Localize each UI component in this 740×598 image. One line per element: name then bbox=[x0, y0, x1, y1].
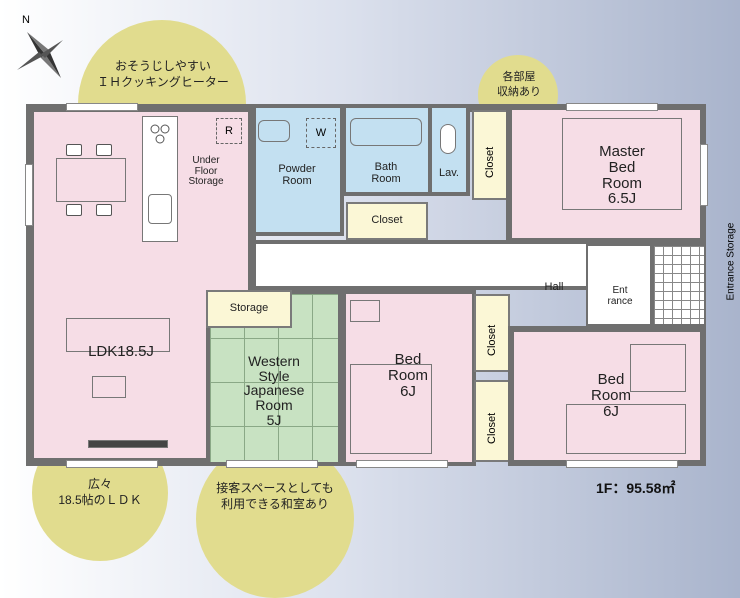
floor-area: 1F：95.58㎡ bbox=[596, 480, 676, 496]
washer-icon: W bbox=[306, 118, 336, 148]
ih-cooktop-icon bbox=[148, 122, 172, 146]
note-storage-line2: 収納あり bbox=[497, 86, 541, 98]
label-japanese-room: Western Style Japanese Room 5J bbox=[222, 354, 326, 427]
note-storage-line1: 各部屋 bbox=[502, 71, 536, 83]
label-bed2-line1: Bed bbox=[394, 351, 422, 368]
label-underfloor-line3: Storage bbox=[188, 176, 224, 187]
note-japanese-line1: 接客スペースとしても bbox=[216, 481, 334, 495]
note-ldk-line1: 広々 bbox=[87, 477, 112, 491]
label-hall: Hall bbox=[544, 281, 564, 293]
label-master-bedroom: Master Bed Room 6.5J bbox=[572, 144, 672, 207]
note-storage: 各部屋 収納あり bbox=[484, 70, 554, 100]
toilet-icon bbox=[440, 124, 456, 154]
label-japanese-line2: Style bbox=[258, 367, 290, 384]
label-underfloor-storage: Under Floor Storage bbox=[176, 155, 236, 188]
window bbox=[566, 103, 658, 111]
note-kitchen-line1: おそうじしやすい bbox=[115, 59, 211, 73]
label-master-line2: Bed bbox=[608, 158, 636, 176]
window bbox=[66, 103, 138, 111]
label-bath-line1: Bath bbox=[374, 161, 398, 173]
label-bed3-line3: 6J bbox=[603, 402, 619, 420]
label-japanese-line5: 5J bbox=[266, 411, 282, 428]
note-japanese: 接客スペースとしても 利用できる和室あり bbox=[200, 480, 350, 512]
bed-2-icon bbox=[350, 364, 432, 454]
window bbox=[356, 460, 448, 468]
label-bed2-line3: 6J bbox=[400, 382, 416, 400]
label-entrance-line2: rance bbox=[607, 295, 633, 307]
label-storage: Storage bbox=[229, 302, 269, 314]
label-japanese-line4: Room bbox=[255, 397, 293, 414]
dining-table bbox=[56, 158, 126, 202]
kitchen-sink-icon bbox=[148, 194, 172, 224]
hall bbox=[256, 240, 586, 290]
note-ldk-line2: 18.5帖のＬＤＫ bbox=[58, 493, 142, 507]
window bbox=[566, 460, 678, 468]
label-bedroom-3: Bed Room 6J bbox=[576, 372, 646, 419]
label-master-line3: Room bbox=[601, 174, 642, 192]
floor-plan: LDK18.5J R Under Floor Storage W Powder … bbox=[25, 103, 737, 468]
refrigerator-icon: R bbox=[216, 118, 242, 144]
compass-north-label: N bbox=[22, 14, 30, 26]
label-closet: Closet bbox=[486, 412, 498, 444]
label-bath-room: Bath Room bbox=[356, 161, 416, 185]
bed-3-icon bbox=[566, 404, 686, 454]
window bbox=[700, 144, 708, 206]
note-kitchen: おそうじしやすい ＩＨクッキングヒーター bbox=[88, 58, 238, 90]
label-powder-line2: Room bbox=[282, 174, 312, 187]
label-bed3-line2: Room bbox=[590, 386, 631, 404]
label-powder-line1: Powder bbox=[278, 163, 316, 175]
label-bed2-line2: Room bbox=[387, 366, 428, 384]
label-underfloor-line2: Floor bbox=[194, 165, 218, 177]
tv-unit bbox=[88, 440, 168, 448]
compass: N bbox=[5, 10, 65, 80]
washbasin-icon bbox=[258, 120, 290, 142]
sofa bbox=[66, 318, 170, 352]
note-ldk: 広々 18.5帖のＬＤＫ bbox=[40, 476, 160, 508]
label-ldk: LDK18.5J bbox=[88, 343, 154, 360]
master-bed-icon bbox=[562, 118, 682, 210]
label-master-line4: 6.5J bbox=[607, 190, 637, 208]
chair-icon bbox=[66, 144, 82, 156]
washer-label: W bbox=[315, 127, 327, 139]
desk-icon bbox=[350, 300, 380, 322]
coffee-table bbox=[92, 376, 126, 398]
closet-bedroom-3: Closet bbox=[474, 380, 510, 462]
label-bed3-line1: Bed bbox=[597, 371, 625, 388]
label-closet: Closet bbox=[371, 214, 403, 226]
closet-bath-hall: Closet bbox=[346, 202, 428, 240]
entrance-storage-grid bbox=[652, 244, 706, 326]
window bbox=[25, 164, 33, 226]
compass-rose-icon bbox=[17, 32, 63, 78]
chair-icon bbox=[96, 144, 112, 156]
label-lavatory: Lav. bbox=[439, 167, 459, 179]
storage-japanese-top: Storage bbox=[206, 290, 292, 328]
window bbox=[226, 460, 318, 468]
label-master-line1: Master bbox=[599, 143, 645, 160]
label-underfloor-line1: Under bbox=[192, 155, 220, 166]
label-closet: Closet bbox=[486, 324, 498, 356]
note-japanese-line2: 利用できる和室あり bbox=[221, 497, 329, 511]
label-entrance-line1: Ent bbox=[612, 285, 628, 296]
chair-icon bbox=[96, 204, 112, 216]
closet-bedroom-2: Closet bbox=[474, 294, 510, 372]
note-kitchen-line2: ＩＨクッキングヒーター bbox=[97, 75, 229, 89]
label-entrance: Ent rance bbox=[600, 285, 640, 307]
label-bath-line2: Room bbox=[371, 172, 401, 185]
label-bedroom-2: Bed Room 6J bbox=[376, 352, 440, 399]
label-powder-room: Powder Room bbox=[262, 163, 332, 187]
entrance bbox=[586, 244, 652, 326]
closet-master: Closet bbox=[472, 110, 508, 200]
label-japanese-line1: Western bbox=[248, 353, 300, 369]
label-closet: Closet bbox=[484, 146, 496, 178]
refrigerator-label: R bbox=[225, 125, 233, 137]
label-entrance-storage: Entrance Storage bbox=[725, 222, 737, 301]
chair-icon bbox=[66, 204, 82, 216]
label-japanese-line3: Japanese bbox=[243, 382, 305, 399]
window bbox=[66, 460, 158, 468]
desk-icon bbox=[630, 344, 686, 392]
bathtub-icon bbox=[350, 118, 422, 146]
